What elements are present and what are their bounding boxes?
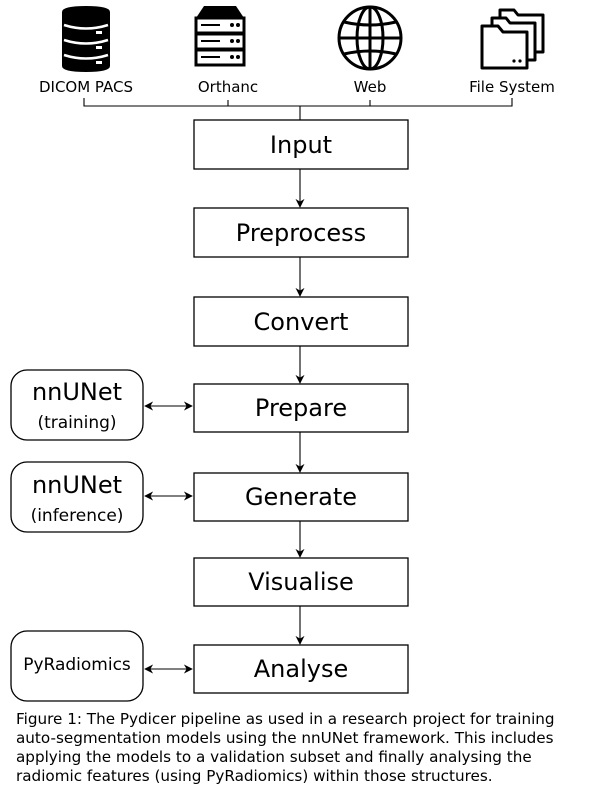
step-prepare: Prepare bbox=[193, 383, 409, 433]
globe-icon bbox=[337, 5, 403, 71]
tool-title: nnUNet bbox=[32, 471, 122, 499]
tool-nnunet-inference: nnUNet (inference) bbox=[10, 461, 144, 533]
source-connector bbox=[83, 98, 513, 120]
step-label: Preprocess bbox=[236, 219, 366, 247]
tool-nnunet-training: nnUNet (training) bbox=[10, 369, 144, 441]
step-generate: Generate bbox=[193, 472, 409, 522]
source-label-file-system: File System bbox=[469, 78, 555, 96]
source-label-orthanc: Orthanc bbox=[198, 78, 258, 96]
step-convert: Convert bbox=[193, 296, 409, 347]
step-input: Input bbox=[193, 119, 409, 170]
tool-title: PyRadiomics bbox=[23, 655, 131, 675]
tool-pyradiomics: PyRadiomics bbox=[10, 630, 144, 702]
step-label: Convert bbox=[254, 308, 349, 336]
database-icon bbox=[62, 6, 110, 72]
step-visualise: Visualise bbox=[193, 557, 409, 607]
source-label-web: Web bbox=[354, 78, 387, 96]
step-label: Analyse bbox=[254, 655, 348, 683]
step-label: Generate bbox=[245, 483, 357, 511]
step-analyse: Analyse bbox=[193, 644, 409, 694]
tool-subtitle: (training) bbox=[37, 413, 116, 433]
tool-subtitle: (inference) bbox=[31, 506, 124, 526]
server-icon bbox=[194, 6, 246, 67]
step-label: Input bbox=[270, 131, 332, 159]
figure-caption: Figure 1: The Pydicer pipeline as used i… bbox=[16, 710, 555, 785]
step-label: Prepare bbox=[255, 394, 347, 422]
step-label: Visualise bbox=[248, 568, 354, 596]
source-label-dicom-pacs: DICOM PACS bbox=[39, 78, 133, 96]
step-preprocess: Preprocess bbox=[193, 207, 409, 258]
folders-icon bbox=[480, 8, 545, 70]
tool-title: nnUNet bbox=[32, 378, 122, 406]
